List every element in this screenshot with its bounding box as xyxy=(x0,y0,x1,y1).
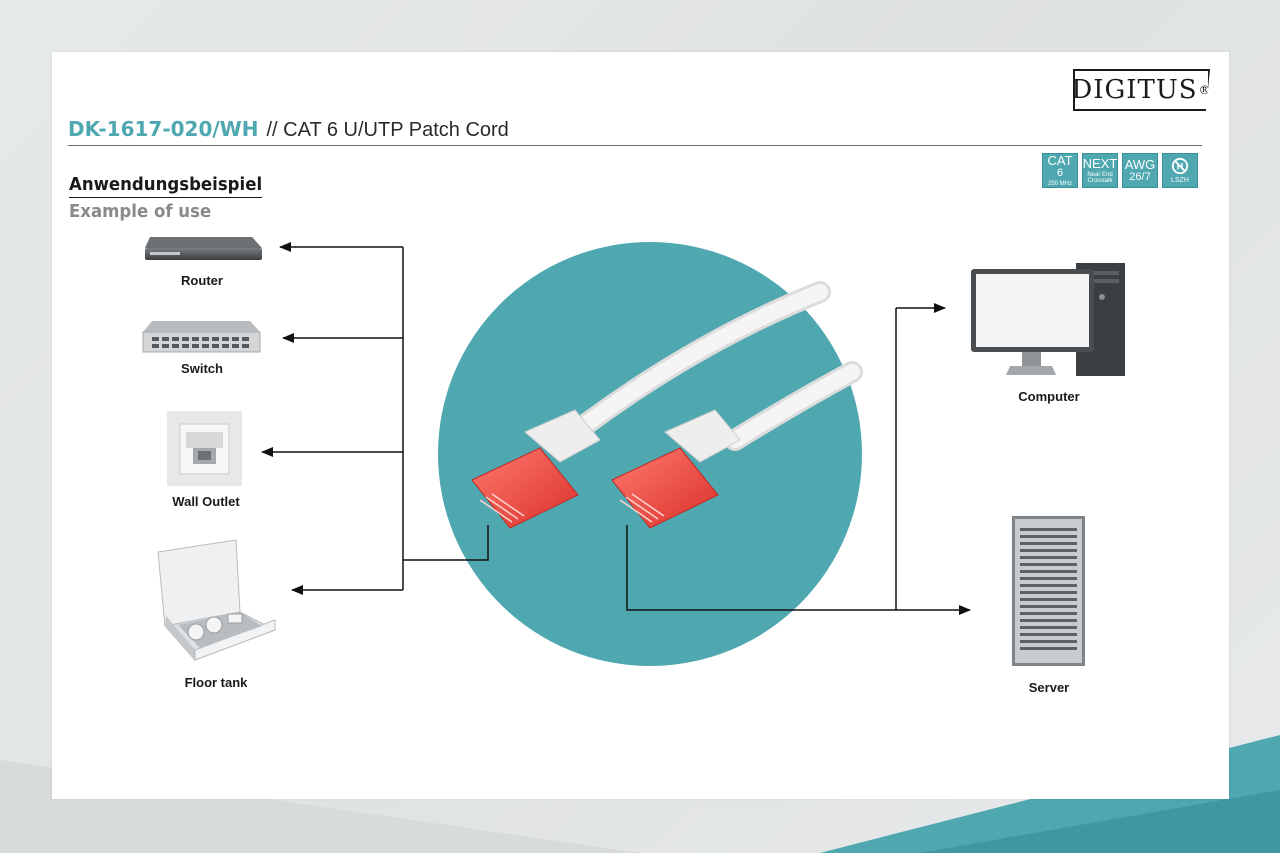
left-connector-lines xyxy=(261,242,489,595)
product-title: DK-1617-020/WH // CAT 6 U/UTP Patch Cord xyxy=(68,117,509,142)
awg-badge: AWG 26/7 xyxy=(1122,153,1158,188)
cat6-badge-value: 6 xyxy=(1056,167,1064,179)
server-icon xyxy=(1012,516,1085,666)
awg-badge-value: 26/7 xyxy=(1129,171,1151,183)
awg-badge-label: AWG xyxy=(1124,157,1156,172)
computer-icon xyxy=(971,263,1125,376)
wall-outlet-label: Wall Outlet xyxy=(172,494,240,509)
spec-badges: CAT 6 250 MHz NEXT Near End Crosstalk AW… xyxy=(1042,153,1198,188)
product-description: // CAT 6 U/UTP Patch Cord xyxy=(266,119,509,141)
floor-tank-label: Floor tank xyxy=(184,675,248,690)
router-icon xyxy=(145,237,262,260)
next-badge-label: NEXT xyxy=(1082,156,1118,171)
lszh-badge-label: LSZH xyxy=(1171,177,1189,184)
title-divider xyxy=(68,145,1202,146)
section-heading-de: Anwendungsbeispiel xyxy=(69,174,263,198)
next-badge: NEXT Near End Crosstalk xyxy=(1082,153,1118,188)
halogen-free-icon: H xyxy=(1171,157,1189,175)
cat6-badge-label: CAT xyxy=(1047,153,1073,168)
logo-registered-mark: ® xyxy=(1198,83,1212,97)
switch-label: Switch xyxy=(181,361,223,376)
section-heading-en: Example of use xyxy=(69,201,212,222)
next-badge-sub: Near End Crosstalk xyxy=(1087,172,1113,184)
floor-tank-icon xyxy=(157,539,277,661)
teal-backdrop-circle xyxy=(438,242,862,666)
cat6-badge: CAT 6 250 MHz xyxy=(1042,153,1078,188)
wall-outlet-icon xyxy=(167,411,242,486)
digitus-logo: DIGITUS® xyxy=(1073,69,1210,111)
lszh-badge: H LSZH xyxy=(1162,153,1198,188)
server-label: Server xyxy=(1028,680,1070,695)
cat6-badge-sub: 250 MHz xyxy=(1047,181,1072,187)
switch-icon xyxy=(142,321,261,353)
model-number: DK-1617-020/WH xyxy=(68,117,259,141)
logo-text: DIGITUS xyxy=(1071,75,1198,105)
router-label: Router xyxy=(181,273,223,288)
right-connector-lines xyxy=(626,303,971,615)
patch-cord-image xyxy=(471,281,863,529)
computer-label: Computer xyxy=(1018,389,1080,404)
